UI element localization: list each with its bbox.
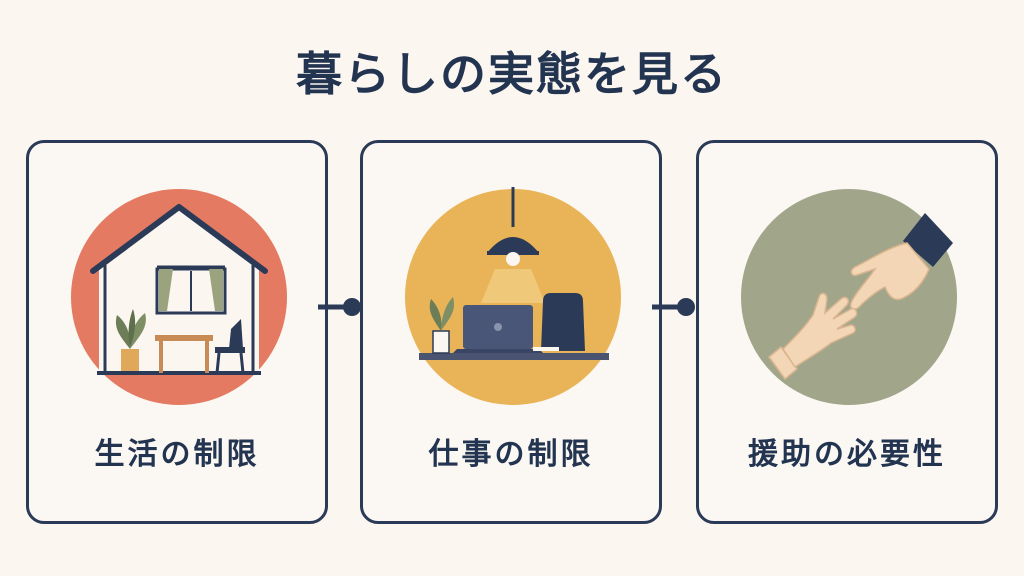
card-life-restriction: 生活の制限	[26, 140, 328, 524]
page-title: 暮らしの実態を見る	[296, 47, 728, 101]
card-label: 仕事の制限	[428, 437, 594, 472]
card-label: 生活の制限	[94, 437, 260, 472]
card-work-restriction: 仕事の制限	[360, 140, 662, 524]
house-interior-icon	[71, 189, 287, 405]
helping-hands-icon	[741, 189, 957, 405]
card-label: 援助の必要性	[748, 437, 946, 472]
card-need-for-assistance: 援助の必要性	[696, 140, 998, 524]
connector-dot-icon	[318, 298, 361, 316]
desk-work-icon	[405, 187, 621, 405]
connector-dot-icon	[652, 298, 695, 316]
